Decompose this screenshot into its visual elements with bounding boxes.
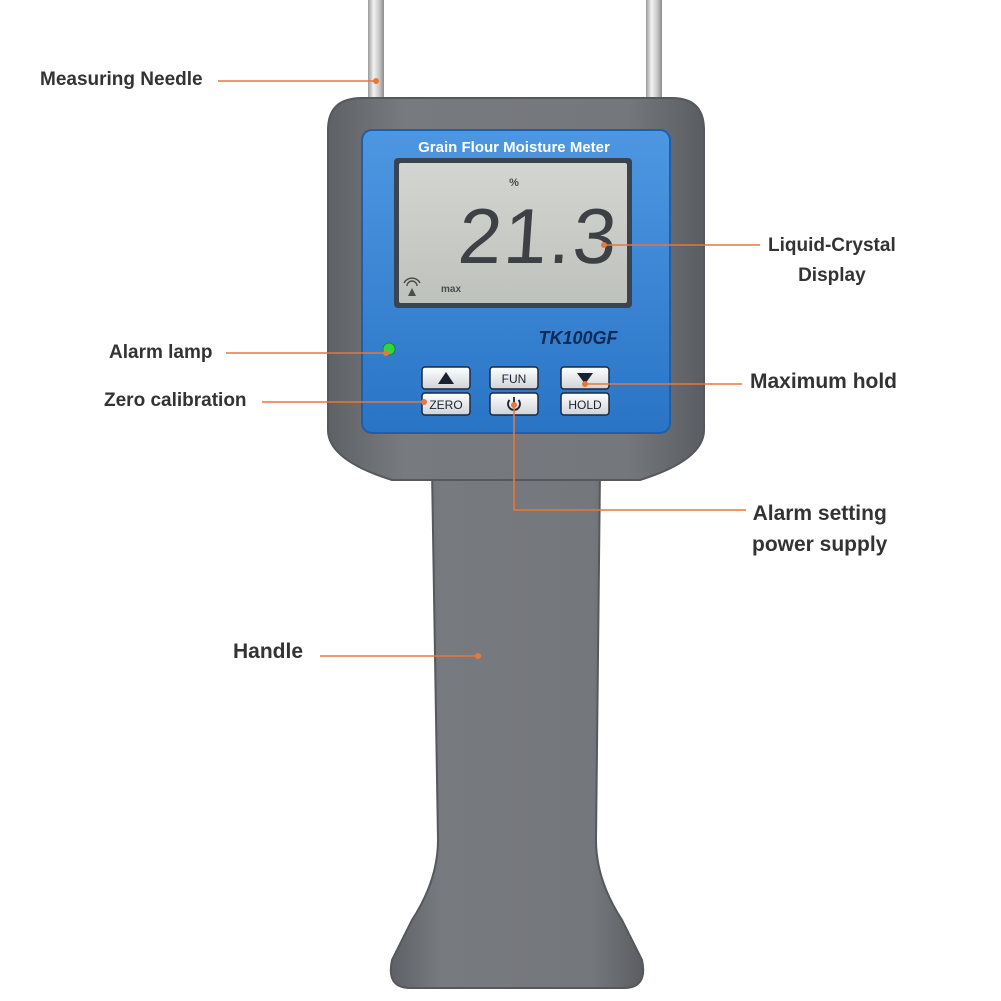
hold-button-label: HOLD — [568, 398, 602, 412]
needle-rod-right — [646, 0, 662, 106]
handle — [389, 469, 645, 989]
callout-line-alarm-setting — [513, 405, 746, 511]
callout-handle: Handle — [233, 640, 304, 663]
callout-lines — [218, 80, 760, 657]
lcd-reading: 21.3 — [456, 192, 622, 280]
lcd-max-indicator: max — [441, 284, 461, 295]
callout-zero-calibration: Zero calibration — [104, 390, 247, 411]
zero-button-label: ZERO — [429, 398, 462, 412]
up-arrow-icon — [438, 372, 454, 384]
callout-alarm-lamp: Alarm lamp — [109, 342, 213, 363]
callout-measuring-needle: Measuring Needle — [40, 69, 203, 90]
callout-maximum-hold: Maximum hold — [750, 370, 898, 393]
callout-lcd-line1: Liquid-Crystal — [768, 235, 896, 256]
zero-button[interactable]: ZERO — [421, 392, 471, 416]
lcd-unit: % — [509, 177, 519, 189]
needle-rod-left — [368, 0, 384, 106]
lcd-signal-icon — [403, 277, 421, 296]
fun-button-label: FUN — [502, 372, 527, 386]
brand-title: Grain Flour Moisture Meter — [418, 139, 610, 156]
callout-dots — [373, 78, 607, 659]
callout-alarm-setting-power-supply: Alarm setting power supply — [752, 498, 887, 560]
callout-alarm-setting-line1: Alarm setting — [752, 502, 887, 525]
fun-button[interactable]: FUN — [489, 366, 539, 390]
up-button[interactable] — [421, 366, 471, 390]
callout-alarm-setting-line2: power supply — [752, 533, 888, 556]
lcd-screen — [399, 163, 627, 303]
callout-lcd-line2: Display — [798, 265, 866, 286]
down-arrow-icon — [577, 373, 593, 384]
model-label: TK100GF — [538, 328, 618, 348]
hold-button[interactable]: HOLD — [560, 392, 610, 416]
callout-liquid-crystal-display: Liquid-Crystal Display — [768, 231, 896, 291]
